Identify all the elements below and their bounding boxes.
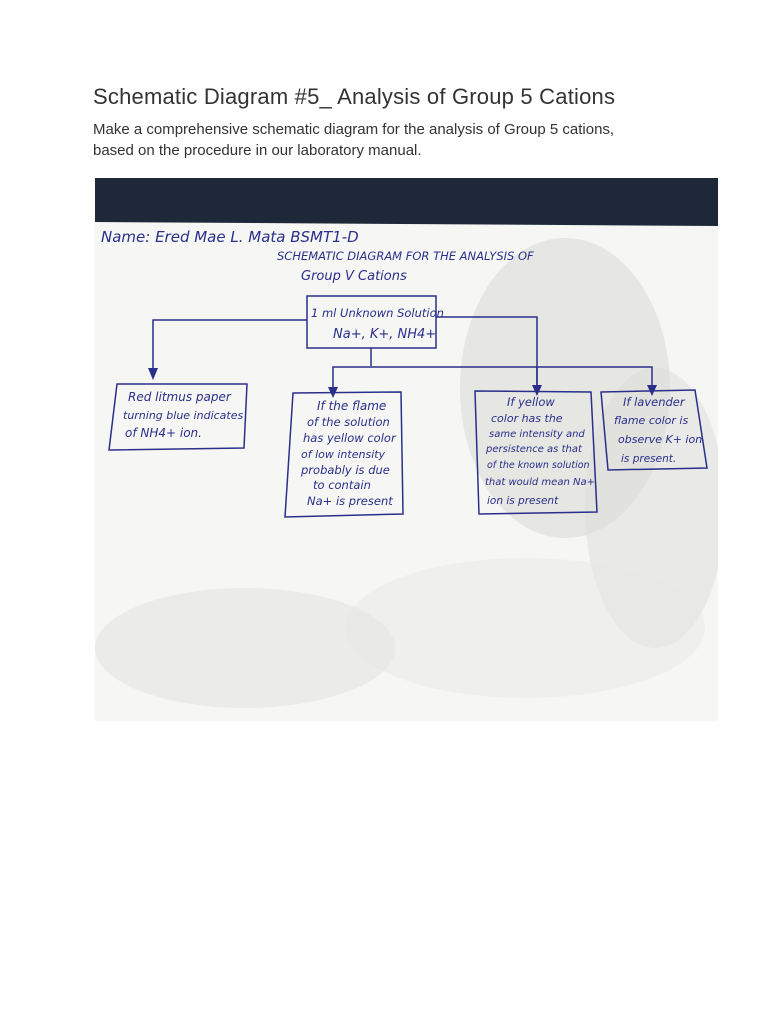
box-potassium-line1: If lavender <box>623 395 686 409</box>
box-potassium-line3: observe K+ ion <box>618 433 702 446</box>
box-sodium-conf-line4: persistence as that <box>485 444 583 455</box>
schematic-photo: Name: Ered Mae L. Mata BSMT1-D SCHEMATIC… <box>95 178 718 721</box>
box-potassium <box>600 389 708 471</box>
box-sodium-confirmed <box>474 390 598 515</box>
box-potassium-line2: flame color is <box>614 414 688 427</box>
connector-lines <box>152 316 653 393</box>
handwritten-title-line1: SCHEMATIC DIAGRAM FOR THE ANALYSIS OF <box>277 249 534 263</box>
box-sodium-conf-line6: that would mean Na+ <box>485 477 595 488</box>
box-sodium-low-intensity <box>284 391 404 518</box>
handwritten-name-line: Name: Ered Mae L. Mata BSMT1-D <box>101 228 359 246</box>
photo-of-handwritten-schematic-icon: Name: Ered Mae L. Mata BSMT1-D SCHEMATIC… <box>95 178 718 721</box>
root-box-line2: Na+, K+, NH4+ <box>333 327 436 342</box>
box-ammonium-line1: Red litmus paper <box>128 390 232 404</box>
box-ammonium-line3: of NH4+ ion. <box>125 426 202 440</box>
box-ammonium <box>108 383 248 451</box>
box-sodium-low-line3: has yellow color <box>303 431 397 445</box>
box-sodium-conf-line1: If yellow <box>507 395 555 409</box>
box-potassium-line4: is present. <box>621 453 676 465</box>
box-ammonium-line2: turning blue indicates <box>123 409 243 422</box>
box-sodium-low-line4: of low intensity <box>301 448 386 461</box>
document-description: Make a comprehensive schematic diagram f… <box>93 121 615 159</box>
box-sodium-low-line1: If the flame <box>317 399 386 413</box>
box-sodium-conf-line3: same intensity and <box>489 429 585 440</box>
box-sodium-conf-line2: color has the <box>491 412 563 425</box>
document-title: Schematic Diagram #5_ Analysis of Group … <box>93 84 616 109</box>
box-sodium-low-line7: Na+ is present <box>307 494 393 508</box>
box-sodium-low-line6: to contain <box>313 478 371 492</box>
box-sodium-low-line2: of the solution <box>307 415 390 429</box>
box-sodium-low-line5: probably is due <box>300 463 390 477</box>
box-sodium-conf-line7: ion is present <box>487 495 559 507</box>
box-sodium-conf-line5: of the known solution <box>487 460 590 471</box>
root-box-line1: 1 ml Unknown Solution <box>311 306 444 320</box>
handwritten-title-line2: Group V Cations <box>301 269 407 284</box>
